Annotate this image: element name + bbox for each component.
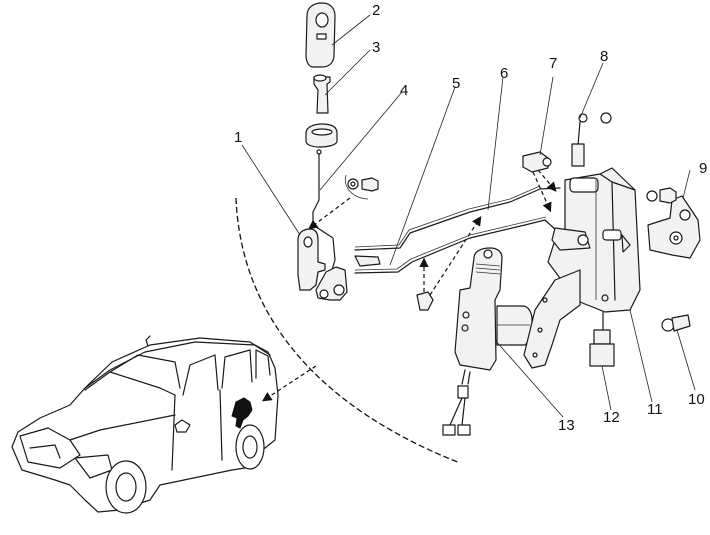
detail-boundary-arc (235, 197, 461, 464)
rod-clip (416, 291, 434, 311)
callout-13: 13 (558, 417, 575, 434)
part-3-plunger (313, 74, 331, 114)
part-5-rod (354, 219, 559, 274)
callout-5: 5 (452, 75, 460, 92)
callout-4: 4 (400, 82, 408, 99)
callout-9: 9 (699, 160, 707, 177)
part-10-screw (661, 314, 691, 332)
part-13-actuator (442, 247, 533, 436)
callout-10: 10 (688, 391, 705, 408)
rod-clip-left (354, 255, 381, 267)
grommet (305, 123, 338, 148)
part-12-connector (589, 311, 615, 367)
callout-2: 2 (372, 2, 380, 19)
part-8-link (571, 112, 612, 167)
lock-bracket (523, 269, 581, 369)
part-7-clip (522, 151, 552, 173)
location-arrow (261, 365, 317, 402)
car-illustration (11, 335, 279, 514)
callout-6: 6 (500, 65, 508, 82)
screw-washer-1 (344, 174, 379, 200)
part-1-lever (297, 228, 348, 301)
callout-1: 1 (234, 129, 242, 146)
callout-8: 8 (600, 48, 608, 65)
screw-washer-9 (646, 187, 677, 204)
part-5-rod-inner (354, 216, 547, 271)
callout-11: 11 (647, 401, 663, 418)
callout-3: 3 (372, 39, 380, 56)
callout-12: 12 (603, 409, 620, 426)
lock-location-mark (231, 397, 253, 429)
part-9-striker (647, 195, 701, 259)
callout-7: 7 (549, 55, 557, 72)
part-6-rod (354, 187, 561, 251)
part-2-cap (305, 2, 336, 68)
